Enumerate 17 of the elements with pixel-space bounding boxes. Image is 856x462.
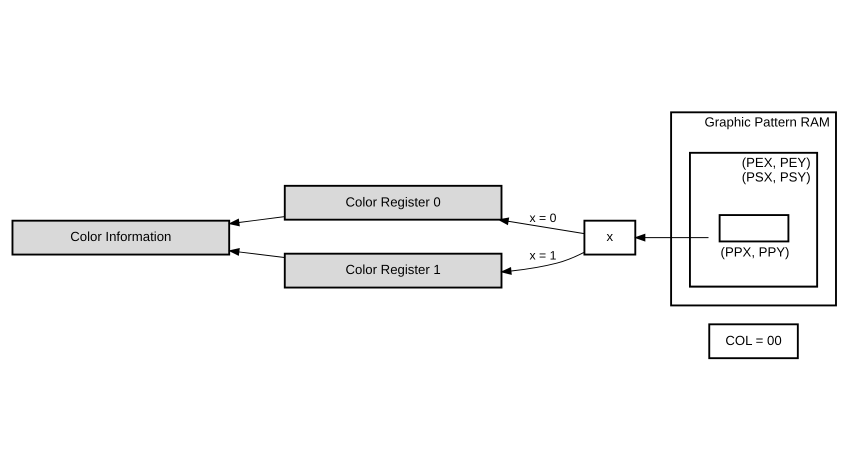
node-label: (PPX, PPY) xyxy=(720,244,790,260)
cluster xyxy=(689,151,818,288)
arrow xyxy=(500,251,585,274)
node-box: Color Information xyxy=(12,219,230,256)
node-label: (PSX, PSY) xyxy=(742,168,811,184)
node-box xyxy=(718,214,790,242)
edge-label: x = 1 xyxy=(530,248,556,262)
node-box: Color Register 0 xyxy=(284,184,502,220)
arrow xyxy=(497,216,585,234)
arrow xyxy=(228,216,286,226)
node-label: (PEX, PEY) xyxy=(742,154,811,170)
node-box: COL = 00 xyxy=(708,322,799,359)
node-box: Color Register 1 xyxy=(284,252,502,288)
node-box: x xyxy=(583,219,636,256)
edge-label: x = 0 xyxy=(530,210,556,224)
arrow xyxy=(228,248,286,258)
arrow xyxy=(634,233,709,242)
